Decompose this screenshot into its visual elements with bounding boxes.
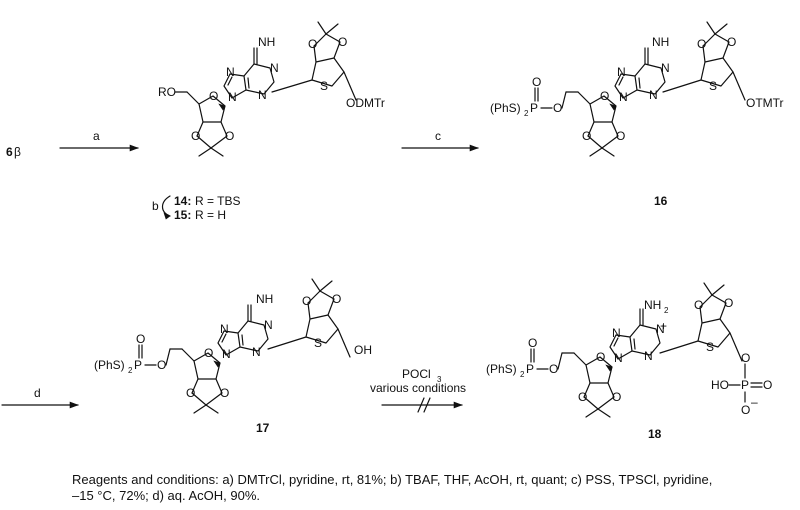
svg-text:P: P <box>741 378 749 392</box>
svg-text:2: 2 <box>520 370 525 379</box>
svg-text:O: O <box>553 101 562 115</box>
phosphate-charge: – <box>751 395 758 409</box>
svg-text:P: P <box>530 101 538 115</box>
cation-charge: + <box>660 319 667 333</box>
svg-text:2: 2 <box>524 109 529 118</box>
compound-14-id: 14: <box>174 194 191 208</box>
svg-text:O: O <box>136 332 145 346</box>
arrow-b-head <box>163 212 171 220</box>
arrow-e-block-2 <box>423 397 431 413</box>
svg-text:O: O <box>532 75 541 89</box>
arrow-e-reagent-sub: 3 <box>437 375 442 384</box>
svg-text:O: O <box>763 378 772 392</box>
arrow-e-block-1 <box>417 397 425 413</box>
phs2-label-17: (PhS) <box>94 358 125 372</box>
compound-14-def: R = TBS <box>195 194 240 208</box>
ro-label: RO <box>158 85 176 99</box>
start-compound-number: 6 <box>6 145 13 159</box>
svg-text:2: 2 <box>664 306 669 315</box>
phosphate-ho: HO <box>711 378 729 392</box>
compound-16: NH OTMTr (PhS) 2 P O O <box>490 21 784 157</box>
compound-17-id: 17 <box>256 421 270 435</box>
reagents-caption: Reagents and conditions: a) DMTrCl, pyri… <box>72 472 713 503</box>
arrow-e-conditions: various conditions <box>370 381 466 395</box>
arrow-b <box>161 195 171 217</box>
compound-17: NH OH (PhS) 2 P O O <box>94 278 372 414</box>
svg-text:O: O <box>157 358 166 372</box>
compound-15-id: 15: <box>174 208 191 222</box>
svg-text:P: P <box>526 362 534 376</box>
svg-text:O: O <box>549 362 558 376</box>
phs2-label-18: (PhS) <box>486 362 517 376</box>
compound-16-id: 16 <box>654 194 668 208</box>
arrow-a-head <box>129 144 139 152</box>
imine-label-17: NH <box>256 292 273 306</box>
imine-label-16: NH <box>652 35 669 49</box>
arrow-b-label: b <box>152 199 159 213</box>
odmtr-label: ODMTr <box>346 96 385 110</box>
arrow-c-label: c <box>435 129 441 143</box>
compound-15-def: R = H <box>195 208 226 222</box>
oh-label: OH <box>354 343 372 357</box>
svg-text:O: O <box>528 336 537 350</box>
start-anomer: β <box>14 145 21 159</box>
svg-text:2: 2 <box>128 366 133 375</box>
otmtr-label: OTMTr <box>746 96 784 110</box>
svg-text:O: O <box>741 351 750 365</box>
arrow-a-label: a <box>93 129 100 143</box>
svg-text:P: P <box>134 358 142 372</box>
compound-14-15: RO NH ODMTr <box>158 21 385 157</box>
arrow-e-head <box>453 401 463 409</box>
arrow-e-reagent: POCl <box>402 367 431 381</box>
arrow-d-head <box>69 401 79 409</box>
compound-18: NH 2 + O HO P O O – (PhS) 2 P O O <box>486 282 772 418</box>
svg-text:O: O <box>741 403 750 417</box>
phs2-label-16: (PhS) <box>490 101 521 115</box>
arrow-d-label: d <box>34 386 41 400</box>
amino-label: NH <box>644 298 661 312</box>
imine-label: NH <box>258 35 275 49</box>
arrow-c-head <box>469 144 479 152</box>
compound-18-id: 18 <box>648 427 662 441</box>
